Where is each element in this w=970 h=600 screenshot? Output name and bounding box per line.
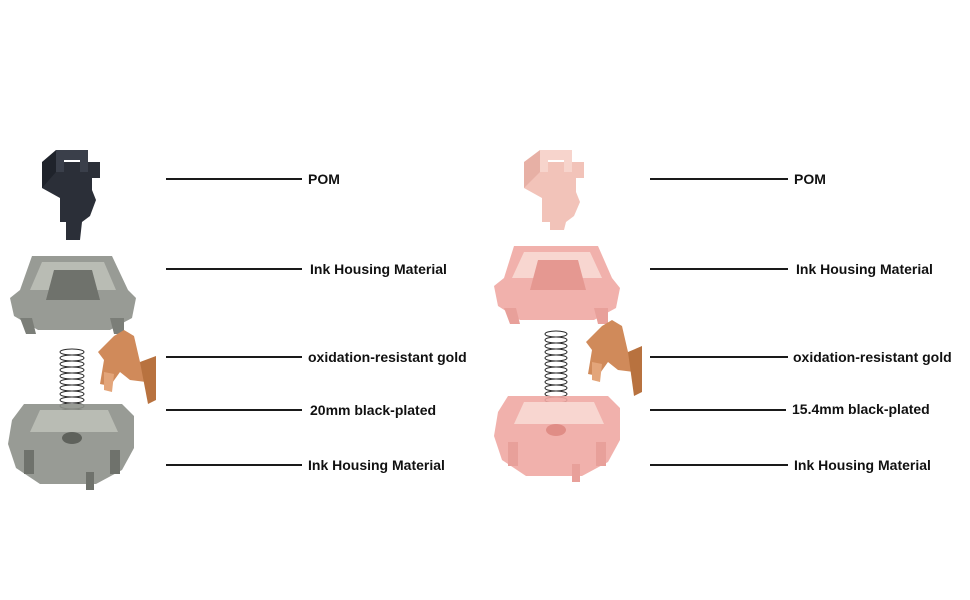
right-label-bottom-housing: Ink Housing Material — [794, 457, 931, 473]
left-top-housing-part — [10, 256, 136, 334]
right-callout-line-top-housing — [650, 268, 788, 270]
left-callout-line-contact — [166, 356, 302, 358]
left-callout-line-spring — [166, 409, 302, 411]
right-label-contact: oxidation-resistant gold — [793, 349, 952, 365]
left-bottom-housing-part — [8, 404, 134, 490]
right-callout-line-contact — [650, 356, 788, 358]
left-callout-line-bottom-housing — [166, 464, 302, 466]
right-top-housing-part — [494, 246, 620, 324]
left-label-spring: 20mm black-plated — [310, 402, 437, 418]
right-stem-part — [524, 150, 584, 230]
left-label-contact: oxidation-resistant gold — [308, 349, 467, 365]
left-stem-part — [42, 150, 100, 240]
left-label-bottom-housing: Ink Housing Material — [308, 457, 445, 473]
right-callout-line-bottom-housing — [650, 464, 788, 466]
right-label-stem: POM — [794, 171, 826, 187]
left-callout-line-top-housing — [166, 268, 302, 270]
left-label-top-housing: Ink Housing Material — [310, 261, 447, 277]
left-callout-line-stem — [166, 178, 302, 180]
right-bottom-housing-part — [494, 396, 620, 482]
right-callout-line-spring — [650, 409, 786, 411]
right-callout-line-stem — [650, 178, 788, 180]
left-contact-leaf-part — [98, 330, 156, 404]
right-label-spring: 15.4mm black-plated — [792, 401, 930, 417]
left-label-stem: POM — [308, 171, 340, 187]
right-contact-leaf-part — [586, 320, 642, 396]
right-label-top-housing: Ink Housing Material — [796, 261, 933, 277]
